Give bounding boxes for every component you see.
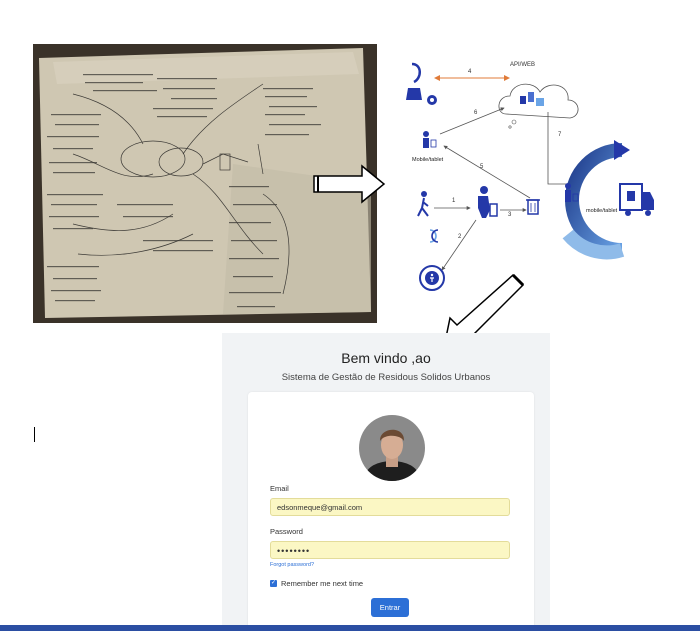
forgot-password-link[interactable]: Forgot password?: [270, 562, 315, 568]
mobile-user-icon-top: [423, 131, 437, 148]
password-field[interactable]: ••••••••: [270, 541, 510, 559]
remember-checkbox[interactable]: ✓: [270, 580, 277, 587]
edge-label-7: 7: [558, 132, 562, 138]
cloud-icon: [498, 83, 579, 129]
edge-label-6: 6: [474, 110, 478, 116]
text-cursor: [34, 427, 35, 442]
remember-me-row[interactable]: ✓ Remember me next time: [270, 579, 363, 588]
garbage-truck-icon: [619, 183, 654, 216]
edge-label-4: 4: [468, 69, 472, 75]
remember-label: Remember me next time: [281, 579, 364, 588]
device-label-top: Mobile/tablet: [412, 157, 444, 163]
walking-person-icon: [417, 191, 429, 217]
server-label: API/WEB: [510, 62, 535, 68]
edge-label-1: 1: [452, 198, 456, 204]
edge-label-3: 3: [508, 212, 512, 218]
device-label-right: mobile/tablet: [586, 208, 618, 214]
page-title: Bem vindo ,ao: [341, 350, 431, 366]
email-label: Email: [270, 484, 289, 493]
submit-button[interactable]: Entrar: [371, 598, 409, 617]
email-field[interactable]: edsonmeque@gmail.com: [270, 498, 510, 516]
trash-bin-icon: [526, 199, 540, 215]
person-disposing-icon: [478, 186, 498, 218]
recycling-cycle-graphic: [562, 140, 630, 260]
password-label: Password: [270, 527, 303, 536]
page-subtitle: Sistema de Gestão de Residous Solidos Ur…: [281, 372, 491, 383]
login-screen: Bem vindo ,ao Sistema de Gestão de Resid…: [222, 333, 550, 631]
hand-drawn-sketch-photo: [33, 44, 377, 323]
avatar: [359, 415, 425, 481]
edge-label-2: 2: [458, 234, 462, 240]
admin-settings-icon: [406, 62, 437, 105]
recycle-icon: [429, 229, 439, 243]
footer-bar: [0, 625, 700, 631]
mobile-user-icon-right: [565, 183, 579, 202]
accessibility-icon: [419, 265, 445, 291]
edge-label-5: 5: [480, 164, 484, 170]
system-architecture-diagram: API/WEB 4 Mobile/tablet 6 5 7 mobile/tab…: [406, 62, 654, 291]
login-card: Email edsonmeque@gmail.com Password ••••…: [248, 392, 534, 631]
